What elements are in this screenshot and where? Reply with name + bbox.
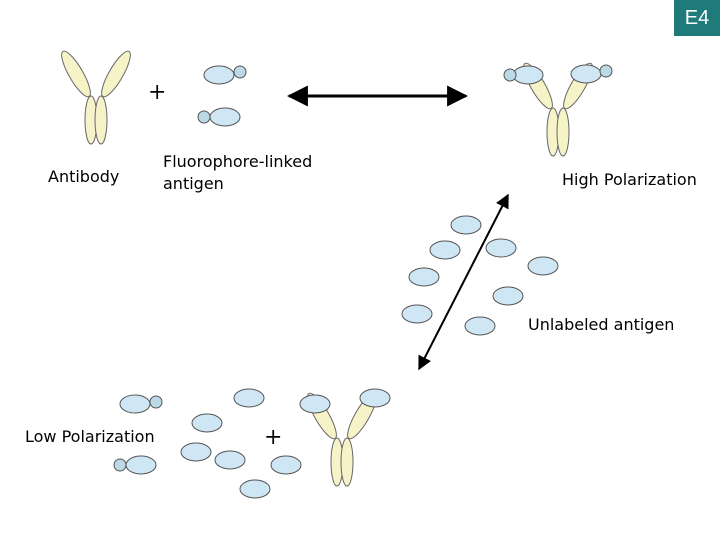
free-fluorophore-antigen-2 [113,455,157,475]
unlabeled-antigen-bottom [180,388,302,499]
fluorophore-label-line1: Fluorophore-linked [163,152,313,171]
low-polarization-label: Low Polarization [25,427,155,446]
antibody-bound-unlabeled [299,388,391,487]
slide-number-badge: E4 [674,0,720,36]
competition-arrow [418,193,509,371]
free-fluorophore-antigen-1 [119,394,163,414]
antibody-free [56,47,136,145]
fluorophore-antigen-2 [197,107,241,127]
antibody-bound-high [503,59,613,157]
antibody-label: Antibody [48,167,120,186]
fluorophore-antigen-1 [203,65,247,85]
plus-sign-top: + [148,80,167,105]
high-polarization-label: High Polarization [562,170,697,189]
plus-sign-bottom: + [264,425,283,450]
fluorophore-label-line2: antigen [163,174,224,193]
unlabeled-antigen-label: Unlabeled antigen [528,315,675,334]
